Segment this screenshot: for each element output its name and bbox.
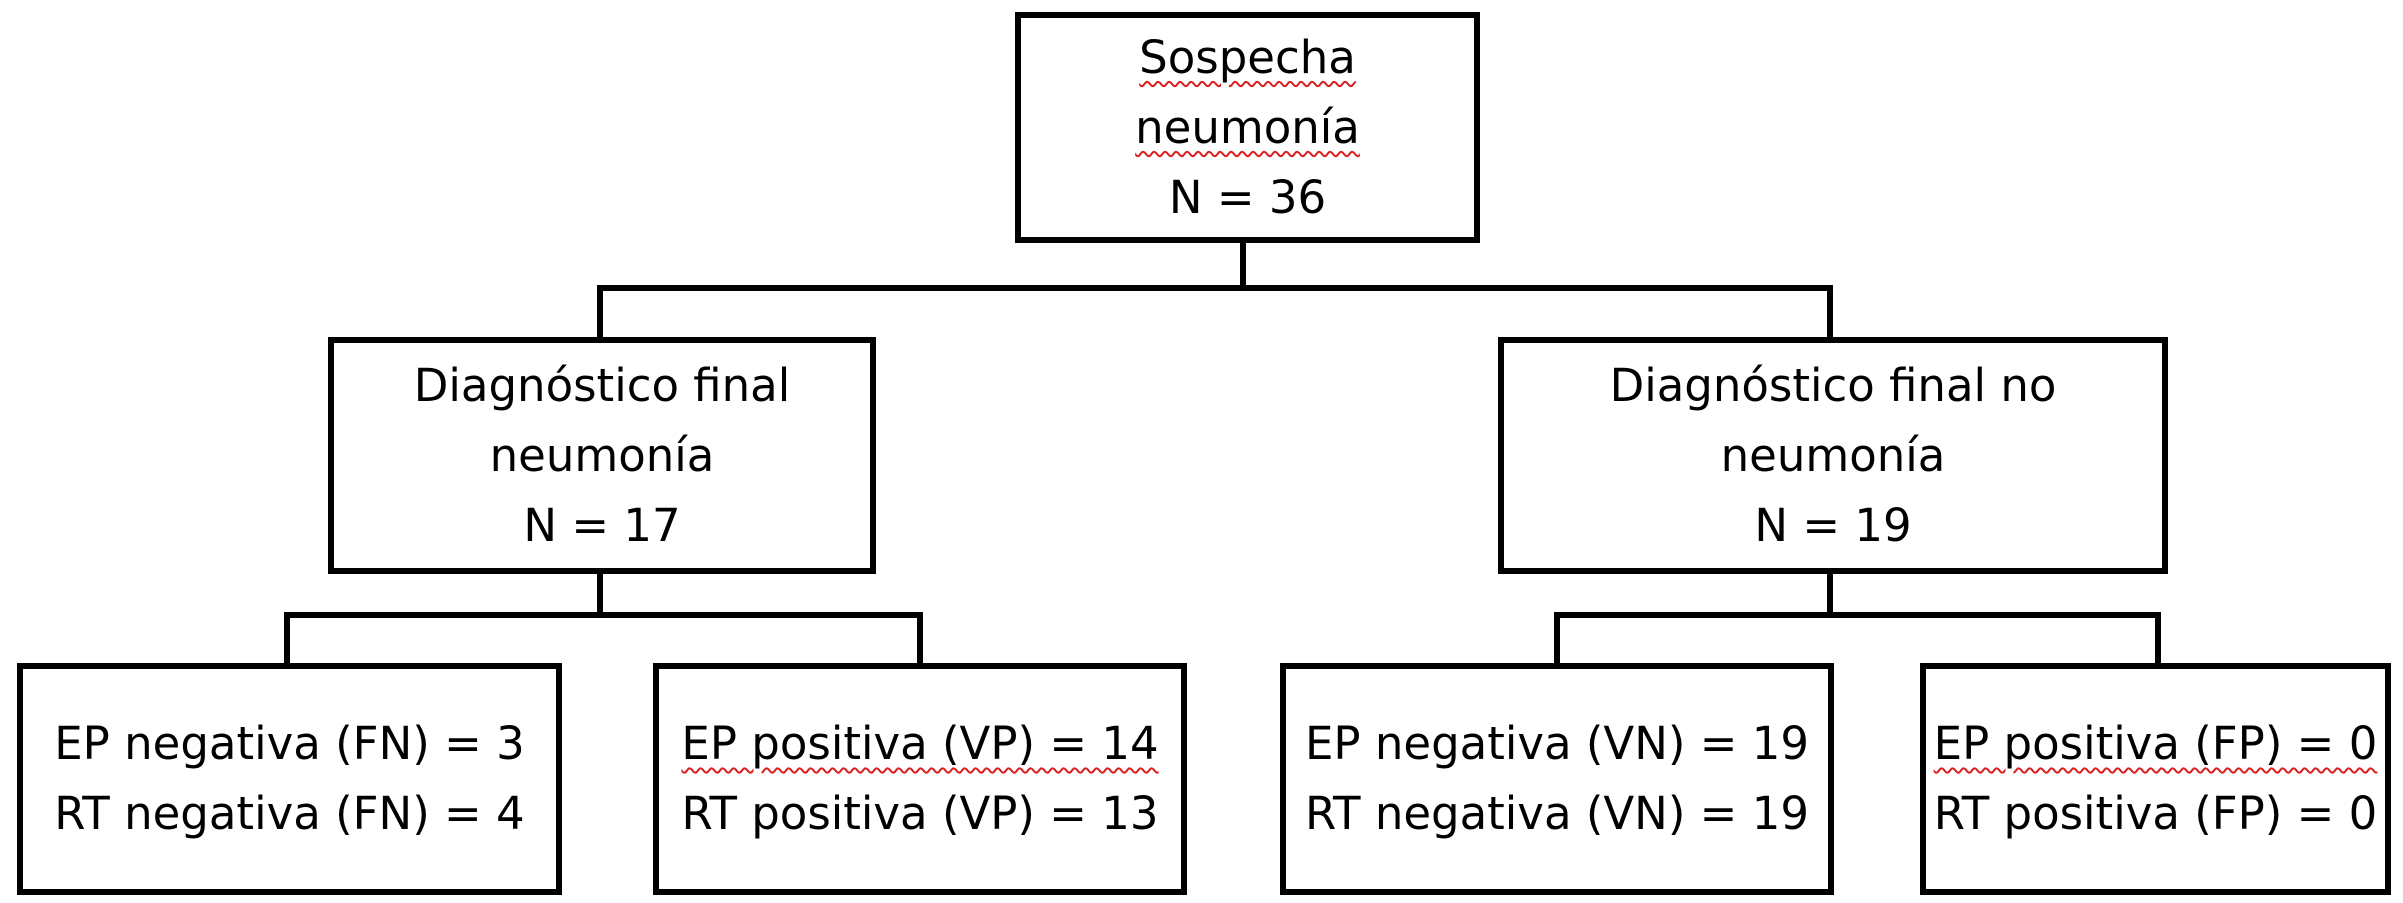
leaf-2-line-1: EP positiva (VP) = 14 (681, 717, 1159, 770)
leaf-2-line-2: RT positiva (VP) = 13 (681, 787, 1159, 840)
leaf-vp-node: EP positiva (VP) = 14 RT positiva (VP) =… (653, 663, 1187, 895)
leaf-3-line-2: RT negativa (VN) = 19 (1305, 787, 1809, 840)
root-count: N = 36 (1168, 170, 1327, 224)
right-line-1: Diagnóstico final no (1609, 358, 2057, 412)
leaf-fn-node: EP negativa (FN) = 3 RT negativa (FN) = … (17, 663, 562, 895)
root-line-1: Sospecha (1139, 30, 1356, 84)
leaf-4-line-2: RT positiva (FP) = 0 (1933, 787, 2378, 840)
root-line-2: neumonía (1135, 100, 1360, 154)
leaf-3-line-1: EP negativa (VN) = 19 (1304, 717, 1809, 770)
final-diagnosis-pneumonia-node: Diagnóstico final neumonía N = 17 (328, 337, 876, 574)
leaf-1-line-1: EP negativa (FN) = 3 (54, 717, 525, 770)
right-line-2: neumonía (1720, 428, 1946, 482)
leaf-1-line-2: RT negativa (FN) = 4 (54, 787, 525, 840)
final-diagnosis-no-pneumonia-node: Diagnóstico final no neumonía N = 19 (1498, 337, 2168, 574)
left-line-2: neumonía (489, 428, 715, 482)
left-line-1: Diagnóstico final (413, 358, 791, 412)
leaf-vn-node: EP negativa (VN) = 19 RT negativa (VN) =… (1280, 663, 1834, 895)
leaf-4-line-1: EP positiva (FP) = 0 (1933, 717, 2378, 770)
right-count: N = 19 (1754, 498, 1912, 552)
left-count: N = 17 (523, 498, 681, 552)
leaf-fp-node: EP positiva (FP) = 0 RT positiva (FP) = … (1920, 663, 2391, 895)
root-node: Sospecha neumonía N = 36 (1015, 12, 1480, 243)
